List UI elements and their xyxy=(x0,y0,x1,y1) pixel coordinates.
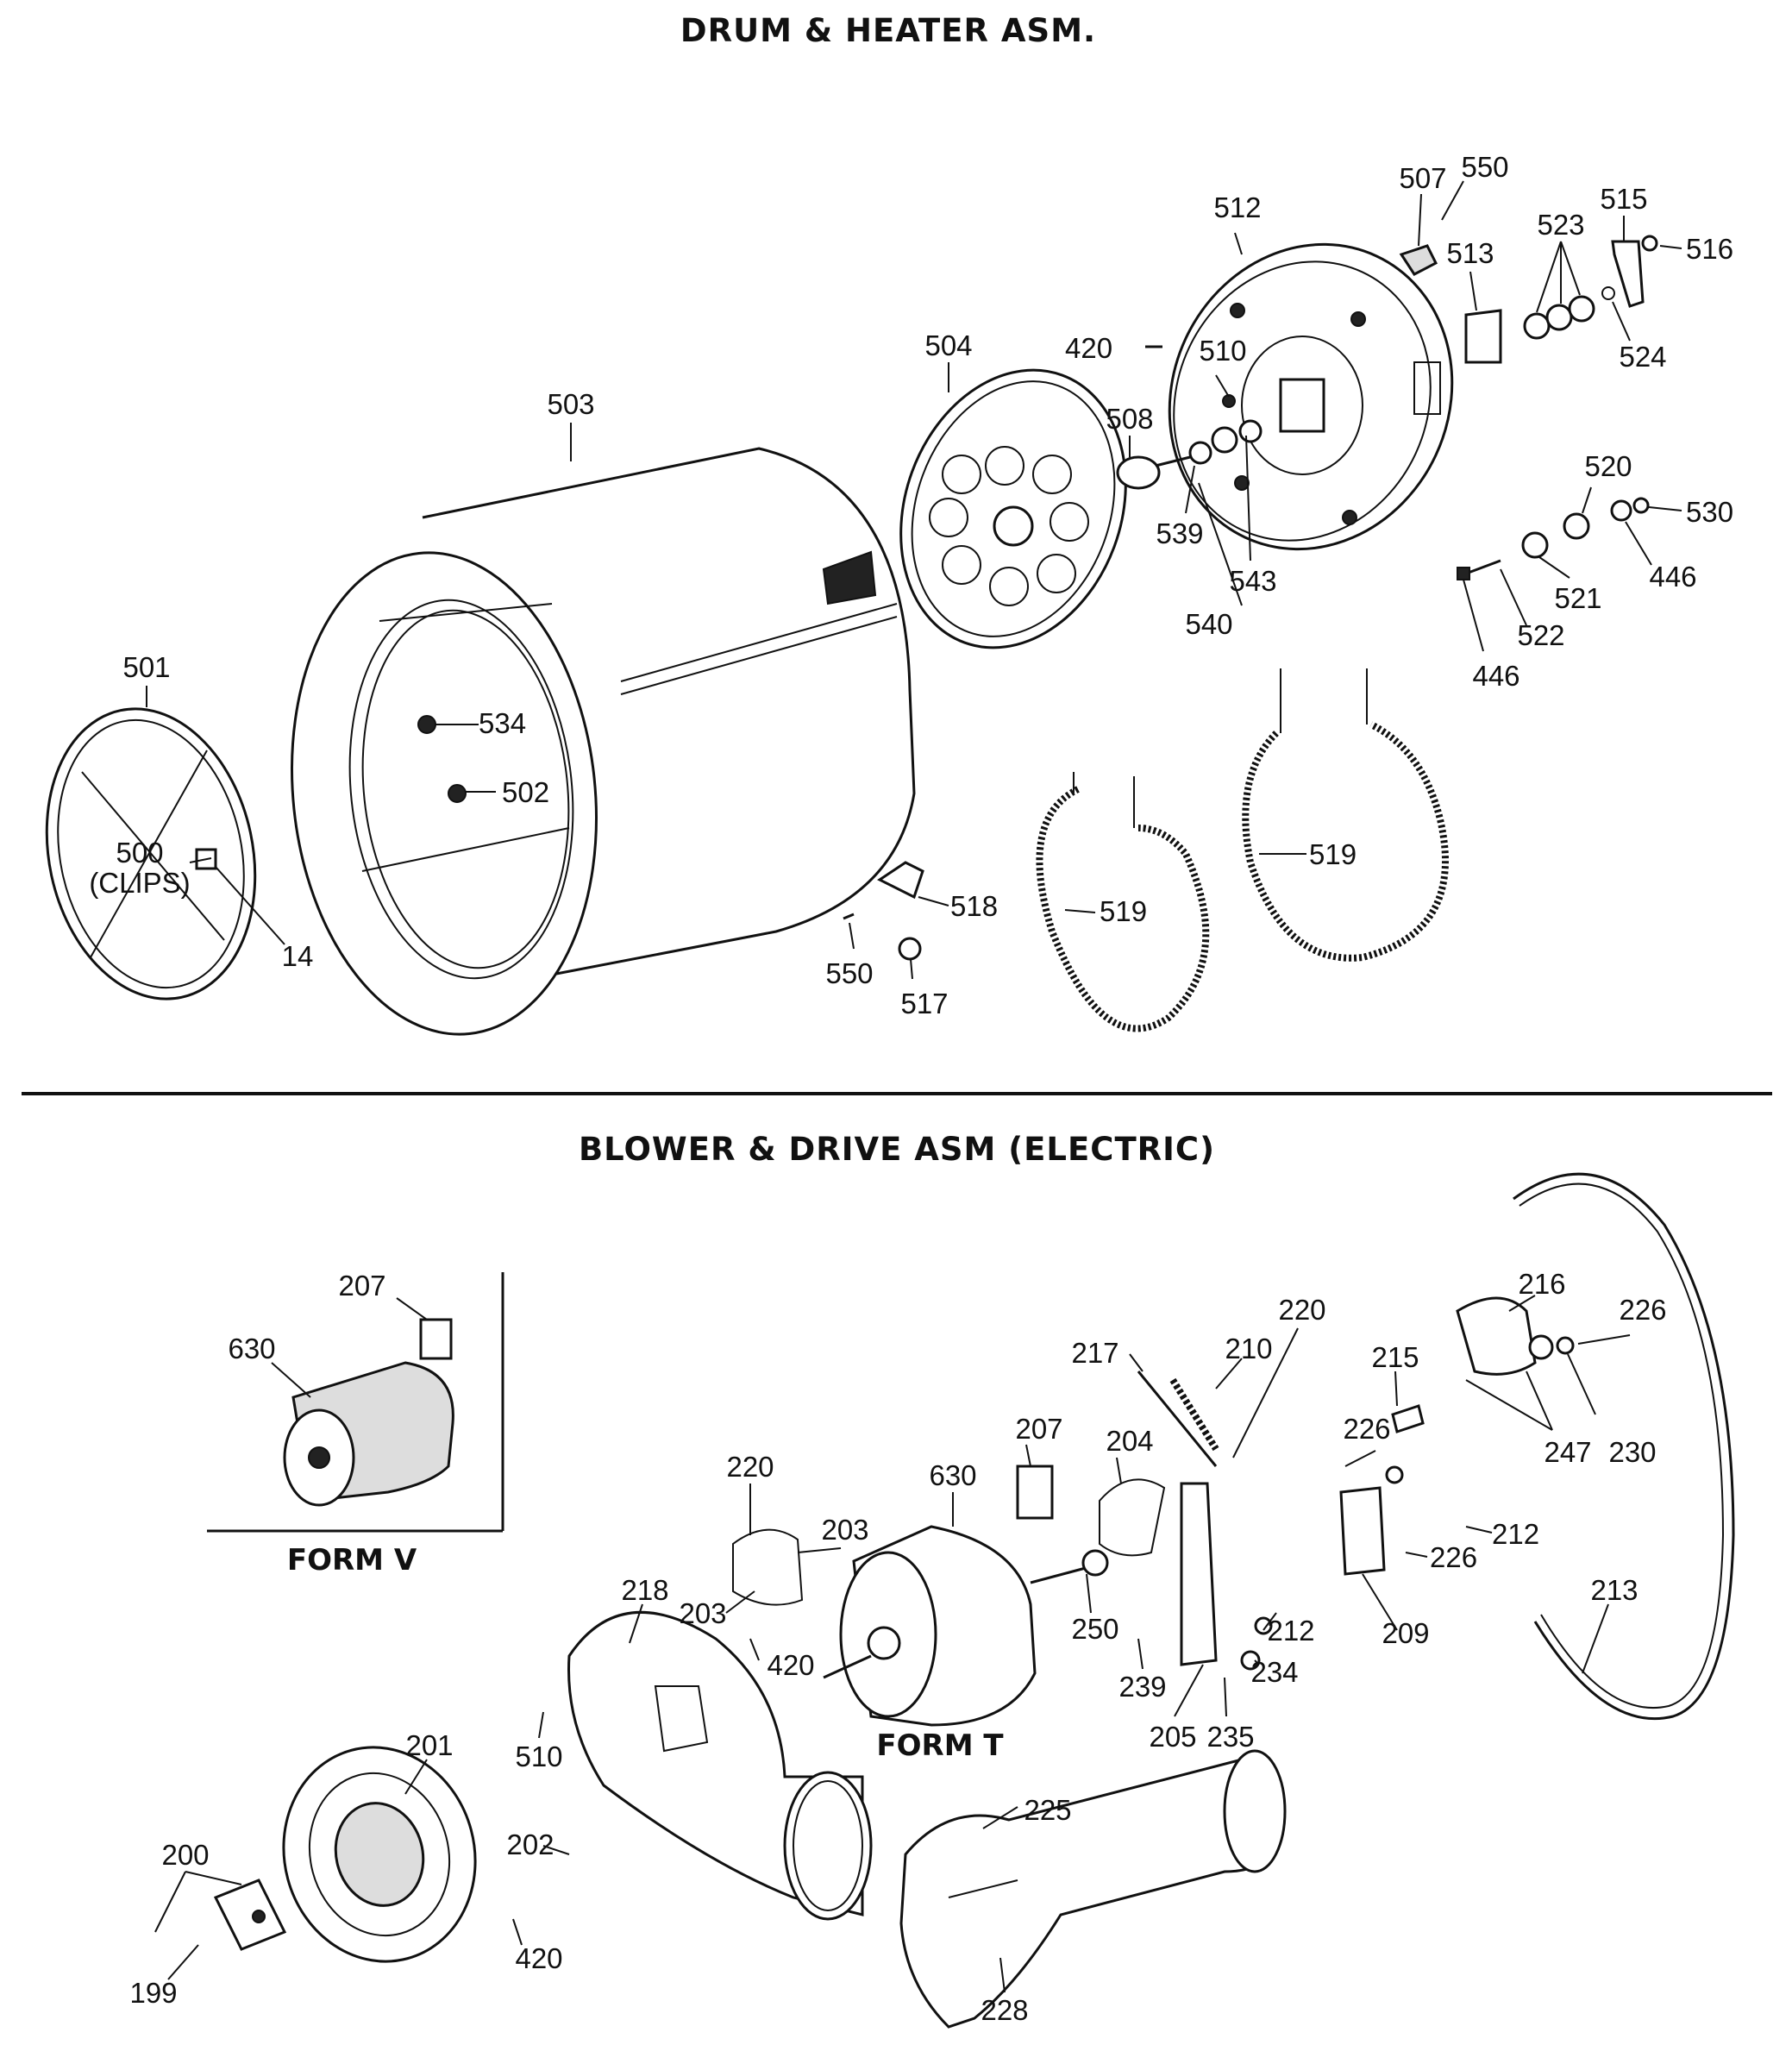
label-521: 521 xyxy=(1554,582,1601,614)
label-217: 217 xyxy=(1071,1337,1118,1369)
label-420-motor: 420 xyxy=(767,1649,814,1681)
label-522: 522 xyxy=(1517,619,1564,651)
label-519-left: 519 xyxy=(1100,895,1147,927)
label-239: 239 xyxy=(1118,1671,1166,1703)
label-539: 539 xyxy=(1156,518,1203,549)
label-215: 215 xyxy=(1371,1341,1419,1373)
label-503: 503 xyxy=(547,388,594,420)
motor-form-t-part xyxy=(732,1465,1109,1727)
label-534: 534 xyxy=(479,707,526,739)
label-540: 540 xyxy=(1185,608,1232,640)
label-520: 520 xyxy=(1584,450,1632,482)
label-230: 230 xyxy=(1608,1436,1656,1468)
front-seal-ring-part xyxy=(45,707,257,1000)
label-226-top: 226 xyxy=(1619,1294,1666,1326)
drum-small-parts xyxy=(843,235,1658,961)
label-213: 213 xyxy=(1590,1574,1638,1606)
drive-belt-part xyxy=(1513,1172,1735,1721)
blower-housing-part xyxy=(567,1611,873,1921)
label-510: 510 xyxy=(1199,335,1246,367)
blower-wheel-part xyxy=(282,1746,477,1963)
label-519-right: 519 xyxy=(1309,838,1357,870)
label-207-form-v: 207 xyxy=(338,1270,385,1302)
label-14: 14 xyxy=(282,940,314,972)
leader-lines xyxy=(146,180,1682,1993)
motor-form-v-part xyxy=(283,1318,454,1507)
label-247: 247 xyxy=(1544,1436,1591,1468)
label-209: 209 xyxy=(1382,1617,1429,1649)
label-530: 530 xyxy=(1686,496,1733,528)
label-420: 420 xyxy=(1065,332,1112,364)
label-250: 250 xyxy=(1071,1613,1118,1645)
form-t-label: FORM T xyxy=(876,1728,1004,1763)
label-234: 234 xyxy=(1250,1656,1298,1688)
label-220-left: 220 xyxy=(726,1451,774,1483)
label-513: 513 xyxy=(1446,237,1494,269)
label-512: 512 xyxy=(1213,191,1261,223)
label-199: 199 xyxy=(129,1977,177,2009)
label-218: 218 xyxy=(621,1574,668,1606)
label-523: 523 xyxy=(1537,209,1584,241)
label-210: 210 xyxy=(1225,1333,1272,1364)
label-630-form-v: 630 xyxy=(228,1333,275,1364)
label-235: 235 xyxy=(1206,1721,1254,1753)
label-212-left: 212 xyxy=(1267,1615,1314,1647)
label-205: 205 xyxy=(1149,1721,1196,1753)
label-212-right: 212 xyxy=(1492,1518,1539,1550)
blower-bracket-part xyxy=(213,1879,287,1951)
label-420-bottom: 420 xyxy=(515,1942,562,1974)
rear-bulkhead-part xyxy=(1168,242,1454,551)
label-203-top: 203 xyxy=(821,1514,868,1546)
drive-small-parts xyxy=(1339,1296,1575,1576)
label-226-bottom: 226 xyxy=(1430,1541,1477,1573)
label-202: 202 xyxy=(506,1828,554,1860)
label-207-form-t: 207 xyxy=(1015,1413,1062,1445)
label-446-right: 446 xyxy=(1649,561,1696,593)
label-516: 516 xyxy=(1686,233,1733,265)
label-518: 518 xyxy=(950,890,998,922)
label-226-mid: 226 xyxy=(1343,1413,1390,1445)
label-225: 225 xyxy=(1024,1794,1071,1826)
label-216: 216 xyxy=(1518,1268,1565,1300)
label-501: 501 xyxy=(122,651,170,683)
label-543: 543 xyxy=(1229,565,1276,597)
label-203-left: 203 xyxy=(679,1597,726,1629)
label-515: 515 xyxy=(1600,183,1647,215)
label-500: 500 xyxy=(116,837,163,869)
label-524: 524 xyxy=(1619,341,1666,373)
drum-part xyxy=(291,447,916,1036)
label-clips: (CLIPS) xyxy=(89,867,190,899)
drum-heater-title: DRUM & HEATER ASM. xyxy=(680,12,1096,49)
idler-support-part xyxy=(1099,1371,1273,1671)
exhaust-duct-part xyxy=(899,1749,1287,2029)
heater-coil-part-right xyxy=(1242,668,1449,962)
heater-coil-part-left xyxy=(1036,772,1210,1032)
label-550-top: 550 xyxy=(1461,151,1508,183)
label-507: 507 xyxy=(1399,162,1446,194)
form-v-box xyxy=(207,1272,504,1533)
label-502: 502 xyxy=(502,776,549,808)
label-446-left: 446 xyxy=(1472,660,1519,692)
label-504: 504 xyxy=(924,329,972,361)
label-220-right: 220 xyxy=(1278,1294,1325,1326)
label-550-bottom: 550 xyxy=(825,957,873,989)
label-508: 508 xyxy=(1106,403,1153,435)
label-201: 201 xyxy=(405,1729,453,1761)
label-228: 228 xyxy=(981,1994,1028,2026)
label-630-form-t: 630 xyxy=(929,1459,976,1491)
label-204: 204 xyxy=(1106,1425,1153,1457)
drum-rear-plate-part xyxy=(899,368,1127,649)
label-510-blower: 510 xyxy=(515,1741,562,1772)
blower-drive-title: BLOWER & DRIVE ASM (ELECTRIC) xyxy=(579,1131,1215,1168)
label-517: 517 xyxy=(900,988,948,1019)
form-v-label: FORM V xyxy=(287,1543,417,1578)
label-200: 200 xyxy=(161,1839,209,1871)
